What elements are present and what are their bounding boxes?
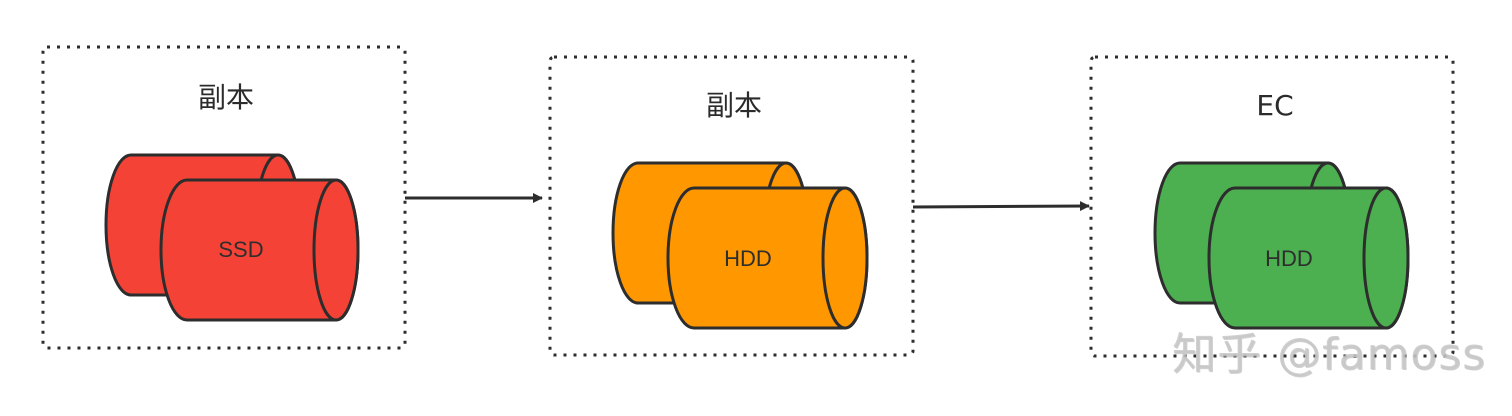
front-cylinder-icon xyxy=(159,178,360,322)
disk-type-label: HDD xyxy=(724,246,772,271)
stage-title: 副本 xyxy=(706,89,762,122)
stage-title: EC xyxy=(1256,89,1293,122)
stage-ssd-replica: 副本 SSD xyxy=(41,45,407,350)
disk-stack-icon: HDD xyxy=(611,161,869,330)
stage-border xyxy=(1089,55,1455,358)
stage-hdd-replica: 副本 HDD xyxy=(548,55,915,357)
disk-stack-icon: SSD xyxy=(104,153,360,322)
front-cylinder-icon xyxy=(1207,186,1410,330)
stage-title: 副本 xyxy=(198,81,254,114)
disk-type-label: HDD xyxy=(1265,246,1313,271)
watermark: 知乎 @famoss xyxy=(1172,329,1487,380)
disk-type-label: SSD xyxy=(218,237,263,262)
disk-stack-icon: HDD xyxy=(1153,161,1410,330)
stage-ec-hdd: EC HDD xyxy=(1089,55,1455,358)
arrow-hdd-to-ec xyxy=(912,201,1090,212)
front-cylinder-icon xyxy=(666,186,869,330)
